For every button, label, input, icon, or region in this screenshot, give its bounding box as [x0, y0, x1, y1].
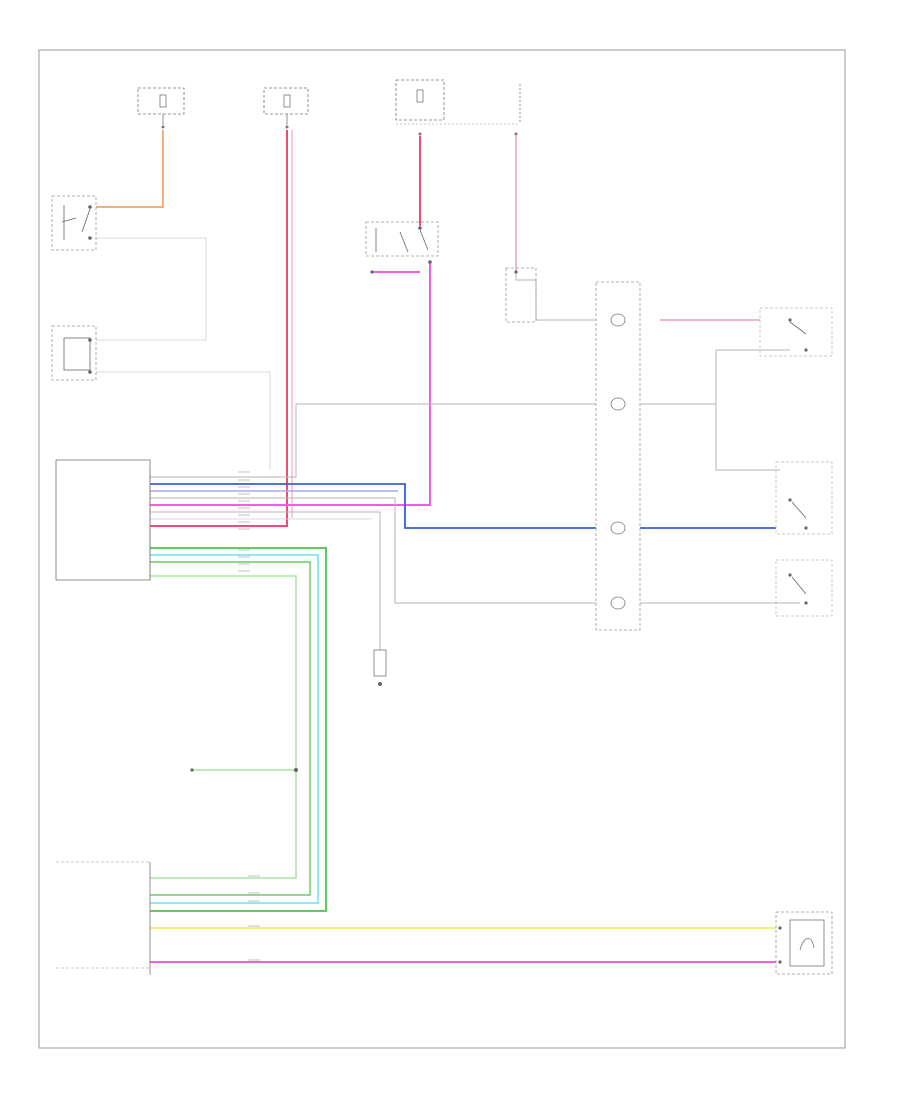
wire-orange	[96, 130, 164, 208]
ground-splice	[373, 649, 387, 686]
resume-switch	[775, 559, 833, 617]
wire-gray-2	[96, 371, 271, 470]
wire-cyan	[150, 554, 319, 904]
diagram-frame	[38, 49, 846, 1049]
connector-pins	[238, 471, 260, 961]
hood-switch	[759, 307, 833, 357]
wire-gray-3	[150, 403, 596, 478]
fuse-splice-top-right	[514, 84, 521, 136]
stoplamp-switch-center	[365, 221, 439, 274]
green-splice	[190, 768, 298, 772]
vehicle-speed-sensor	[775, 911, 833, 975]
powertrain-control-module	[56, 861, 151, 975]
stoplamp-switch	[51, 195, 97, 251]
wire-gray-top	[96, 237, 207, 341]
wire-green-2	[150, 561, 311, 896]
fuse-block-left	[137, 87, 185, 129]
connector-block	[595, 281, 641, 631]
wire-gray-right-vertical	[715, 350, 780, 471]
wire-light-green	[150, 575, 297, 879]
wire-gray-steering	[515, 272, 596, 321]
fuse-block-center	[263, 87, 309, 129]
brake-switch	[51, 325, 97, 381]
wire-red	[150, 130, 288, 527]
steering-wheel-controls	[505, 267, 537, 323]
wire-gray-5	[150, 511, 381, 650]
fuse-block-right	[395, 79, 520, 136]
wire-magenta	[150, 262, 431, 506]
set-switch	[775, 461, 833, 535]
wire-gray-4	[150, 497, 596, 604]
engine-control-module	[55, 459, 151, 581]
wire-green	[150, 547, 327, 912]
wire-blue	[150, 483, 596, 529]
